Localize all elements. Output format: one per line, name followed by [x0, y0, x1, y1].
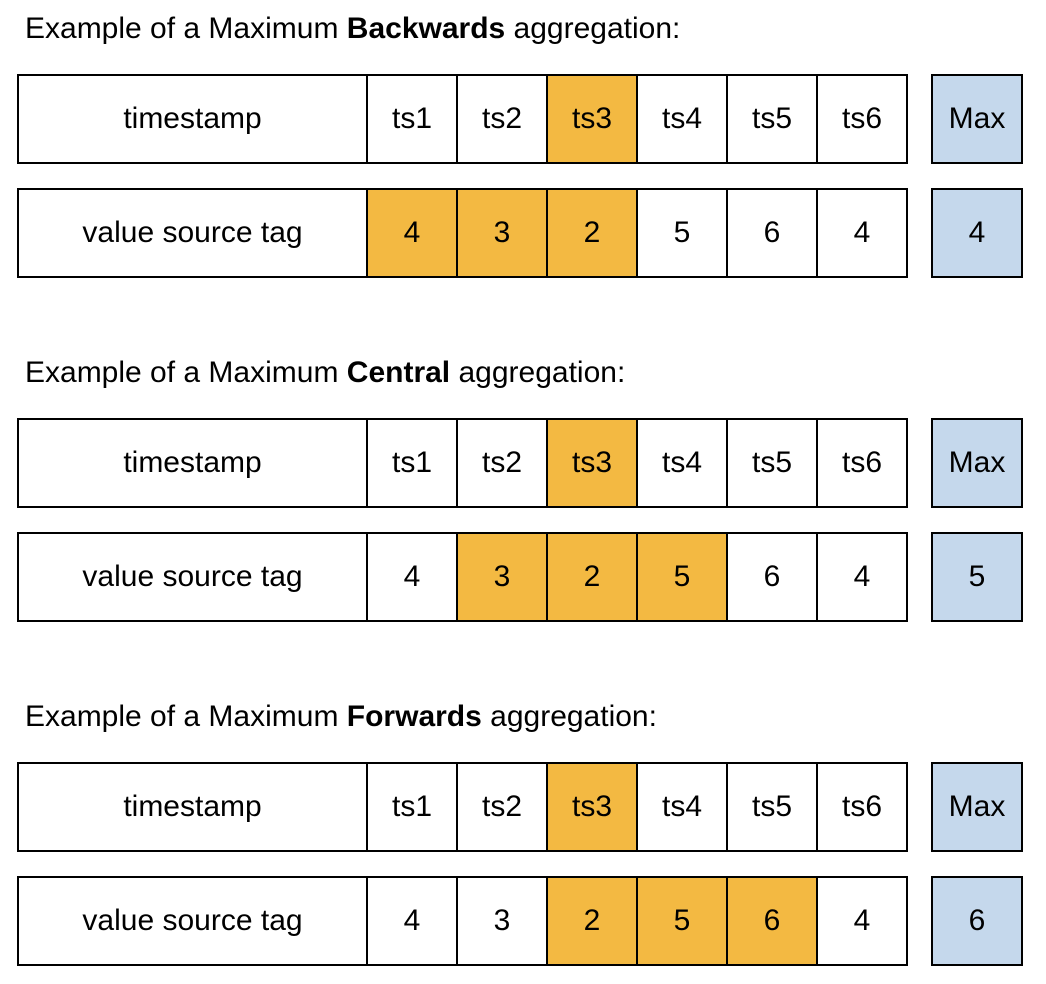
title-prefix: Example of a Maximum — [25, 700, 347, 733]
timestamp-cell: ts6 — [816, 76, 906, 162]
section-title: Example of a Maximum Central aggregation… — [25, 354, 1046, 392]
title-suffix: aggregation: — [450, 356, 626, 389]
timestamp-bar: timestamp ts1 ts2 ts3 ts4 ts5 ts6 — [17, 762, 908, 852]
row-label: value source tag — [82, 904, 303, 937]
timestamp-cell: ts1 — [366, 420, 456, 506]
max-header-cell: Max — [931, 74, 1023, 164]
title-prefix: Example of a Maximum — [25, 356, 347, 389]
timestamp-cell: ts4 — [636, 76, 726, 162]
timestamp-row: timestamp ts1 ts2 ts3 ts4 ts5 ts6 Max — [17, 418, 1046, 508]
value-cell: 2 — [546, 534, 636, 620]
example-forwards: Example of a Maximum Forwards aggregatio… — [17, 698, 1046, 966]
timestamp-bar: timestamp ts1 ts2 ts3 ts4 ts5 ts6 — [17, 74, 908, 164]
timestamp-cell: ts1 — [366, 76, 456, 162]
timestamp-row: timestamp ts1 ts2 ts3 ts4 ts5 ts6 Max — [17, 762, 1046, 852]
row-label: timestamp — [123, 102, 262, 135]
title-emphasis: Forwards — [346, 700, 482, 733]
timestamp-row: timestamp ts1 ts2 ts3 ts4 ts5 ts6 Max — [17, 74, 1046, 164]
title-emphasis: Backwards — [346, 12, 506, 45]
timestamp-cell: ts5 — [726, 764, 816, 850]
title-suffix: aggregation: — [505, 12, 681, 45]
value-cell: 4 — [366, 190, 456, 276]
value-cell: 5 — [636, 534, 726, 620]
timestamp-cell: ts2 — [456, 76, 546, 162]
value-cell: 4 — [816, 878, 906, 964]
result-cell: 5 — [931, 532, 1023, 622]
timestamp-cell: ts5 — [726, 76, 816, 162]
timestamp-cell: ts2 — [456, 764, 546, 850]
value-cell: 5 — [636, 190, 726, 276]
max-header-cell: Max — [931, 418, 1023, 508]
section-title: Example of a Maximum Forwards aggregatio… — [25, 698, 1046, 736]
row-label: timestamp — [123, 790, 262, 823]
value-bar: value source tag 4 3 2 5 6 4 — [17, 876, 908, 966]
value-cell: 2 — [546, 190, 636, 276]
value-cell: 4 — [366, 534, 456, 620]
value-cell: 5 — [636, 878, 726, 964]
max-header-cell: Max — [931, 762, 1023, 852]
value-cell: 3 — [456, 190, 546, 276]
title-suffix: aggregation: — [481, 700, 657, 733]
value-bar: value source tag 4 3 2 5 6 4 — [17, 188, 908, 278]
section-title: Example of a Maximum Backwards aggregati… — [25, 10, 1046, 48]
value-cell: 6 — [726, 878, 816, 964]
title-emphasis: Central — [346, 356, 451, 389]
value-row: value source tag 4 3 2 5 6 4 4 — [17, 188, 1046, 278]
timestamp-cell: ts6 — [816, 420, 906, 506]
timestamp-cell: ts1 — [366, 764, 456, 850]
timestamp-bar: timestamp ts1 ts2 ts3 ts4 ts5 ts6 — [17, 418, 908, 508]
timestamp-cell: ts6 — [816, 764, 906, 850]
value-bar: value source tag 4 3 2 5 6 4 — [17, 532, 908, 622]
value-cell: 6 — [726, 190, 816, 276]
value-cell: 4 — [816, 534, 906, 620]
timestamp-cell: ts3 — [546, 420, 636, 506]
timestamp-cell: ts3 — [546, 76, 636, 162]
value-cell: 3 — [456, 534, 546, 620]
timestamp-cell: ts4 — [636, 420, 726, 506]
timestamp-cell: ts2 — [456, 420, 546, 506]
title-prefix: Example of a Maximum — [25, 12, 347, 45]
timestamp-cell: ts5 — [726, 420, 816, 506]
value-cell: 6 — [726, 534, 816, 620]
value-cell: 4 — [816, 190, 906, 276]
value-cell: 2 — [546, 878, 636, 964]
value-row: value source tag 4 3 2 5 6 4 5 — [17, 532, 1046, 622]
row-label: value source tag — [82, 216, 303, 249]
value-cell: 4 — [366, 878, 456, 964]
row-label: value source tag — [82, 560, 303, 593]
value-row: value source tag 4 3 2 5 6 4 6 — [17, 876, 1046, 966]
value-cell: 3 — [456, 878, 546, 964]
timestamp-cell: ts4 — [636, 764, 726, 850]
timestamp-cell: ts3 — [546, 764, 636, 850]
row-label: timestamp — [123, 446, 262, 479]
result-cell: 4 — [931, 188, 1023, 278]
example-backwards: Example of a Maximum Backwards aggregati… — [17, 10, 1046, 278]
result-cell: 6 — [931, 876, 1023, 966]
example-central: Example of a Maximum Central aggregation… — [17, 354, 1046, 622]
